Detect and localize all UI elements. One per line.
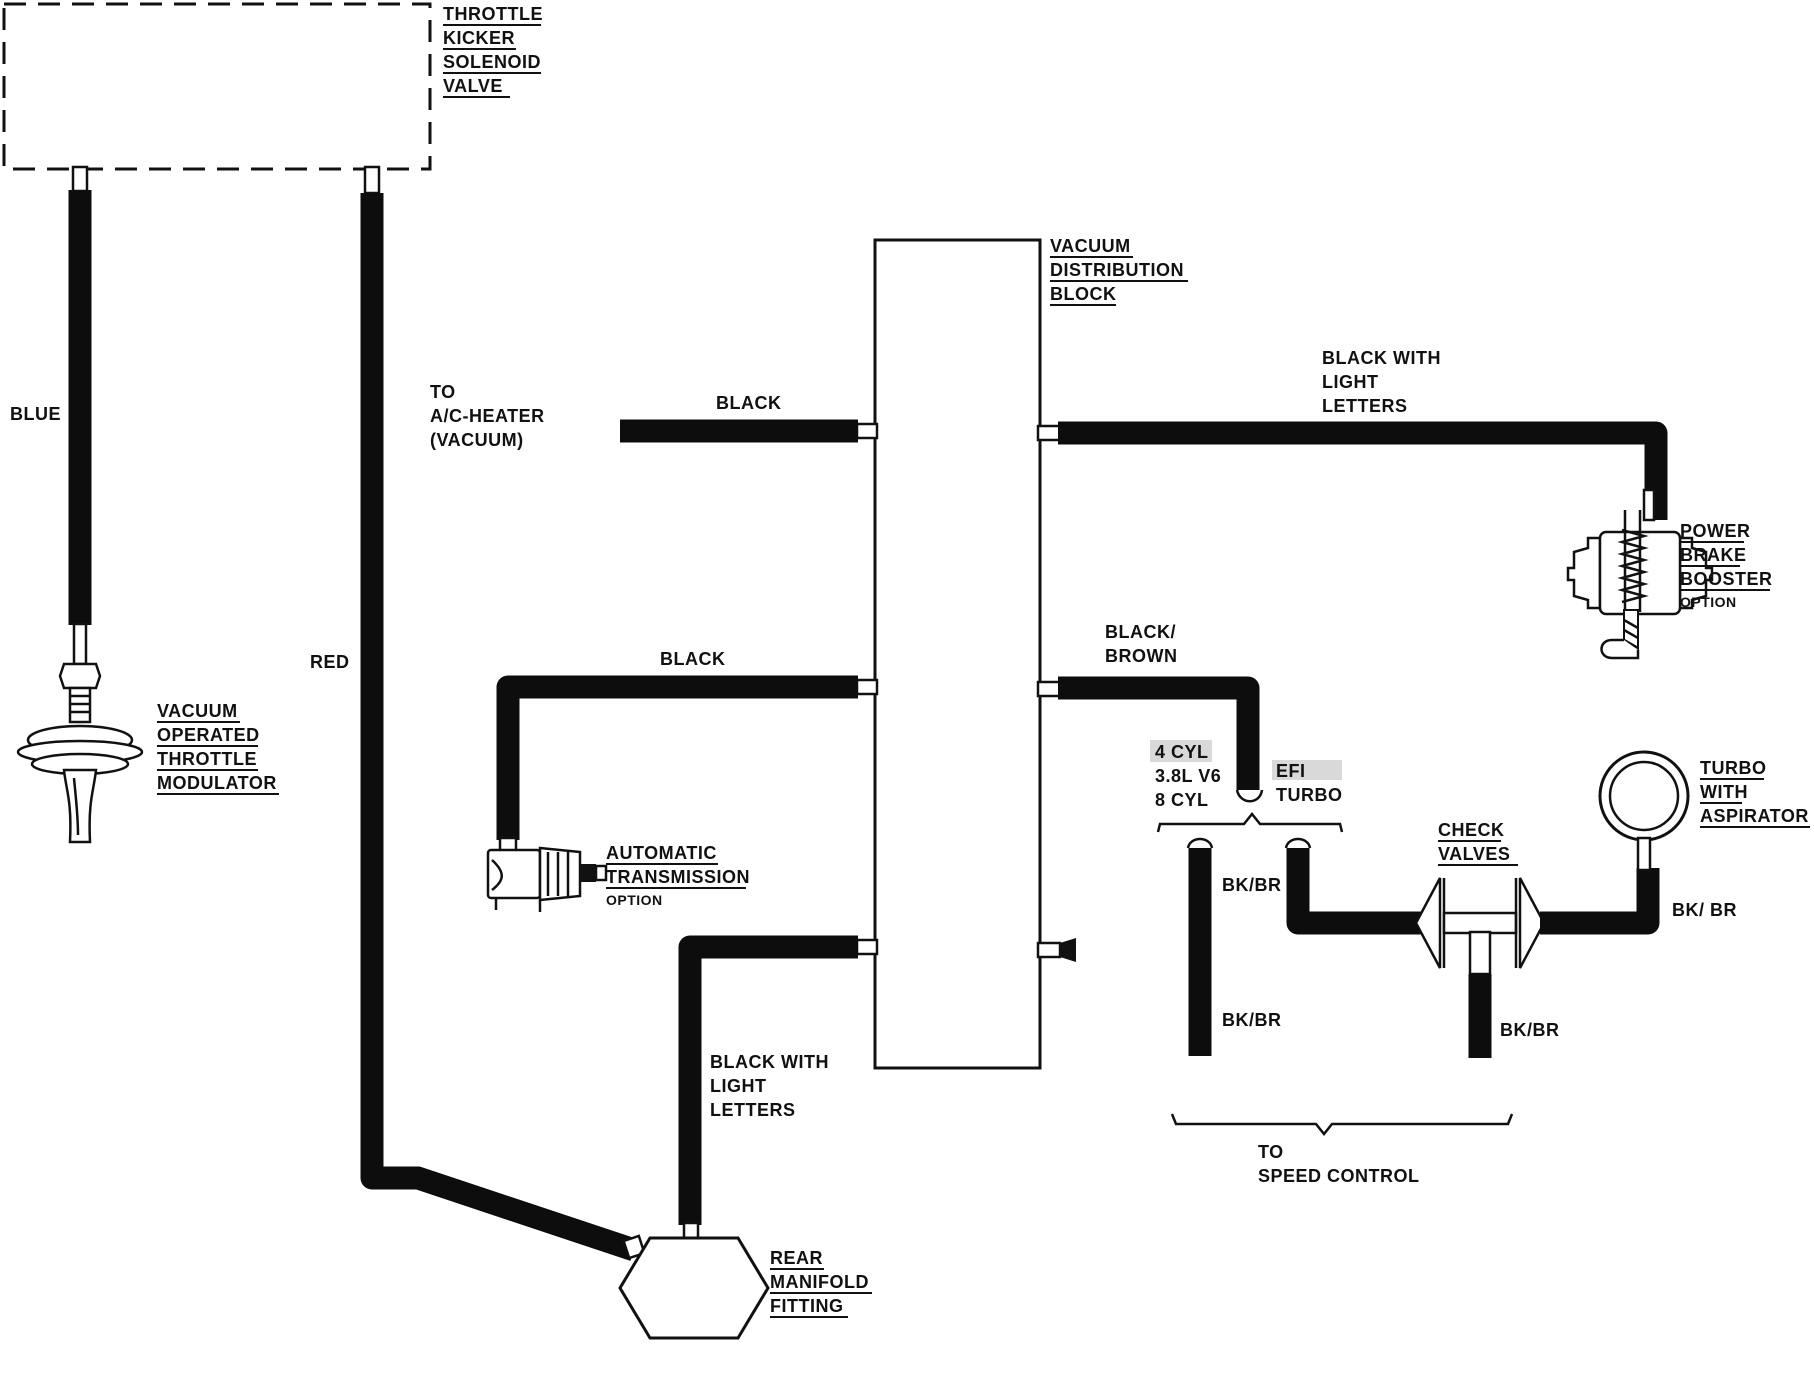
black-hose-transmission [496, 675, 858, 840]
black-light-bottom-line-3: LETTERS [710, 1100, 796, 1120]
black-light-bottom-line-2: LIGHT [710, 1076, 767, 1096]
throttle-kicker-line-1: THROTTLE [443, 4, 543, 24]
power-brake-booster-icon [1566, 488, 1714, 660]
black-brown-line-1: BLACK/ [1105, 622, 1176, 642]
turbo-aspirator-line-3: ASPIRATOR [1700, 806, 1809, 826]
black-hose-trans-label: BLACK [660, 649, 726, 669]
rear-manifold-label: REAR MANIFOLD FITTING [770, 1248, 872, 1318]
engine-option-38v6: 3.8L V6 [1155, 766, 1221, 786]
turbo-aspirator-hose [1540, 868, 1660, 935]
auto-trans-line-1: AUTOMATIC [606, 843, 717, 863]
throttle-kicker-line-3: SOLENOID [443, 52, 541, 72]
black-light-letters-hose-top [1058, 421, 1668, 520]
throttle-kicker-label: THROTTLE KICKER SOLENOID VALVE [443, 4, 543, 98]
automatic-transmission-modulator-icon [486, 836, 608, 912]
engine-option-8cyl: 8 CYL [1155, 790, 1209, 810]
rear-manifold-fitting-icon [618, 1221, 770, 1340]
brake-booster-label: POWER BRAKE BOOSTER OPTION [1680, 521, 1773, 610]
ac-heater-line-3: (VACUUM) [430, 430, 524, 450]
red-hose [360, 193, 638, 1261]
vacuum-block-line-1: VACUUM [1050, 236, 1131, 256]
engine-option-turbo: TURBO [1276, 785, 1343, 805]
ac-heater-line-1: TO [430, 382, 456, 402]
modulator-line-3: THROTTLE [157, 749, 257, 769]
bkbr-left-upper-label: BK/BR [1222, 875, 1282, 895]
black-brown-hose [1058, 676, 1260, 790]
engine-option-brace [1156, 811, 1344, 833]
black-hose-ac-label: BLACK [716, 393, 782, 413]
check-valves-line-1: CHECK [1438, 820, 1505, 840]
speed-control-label: TO SPEED CONTROL [1258, 1142, 1420, 1186]
black-light-bottom-line-1: BLACK WITH [710, 1052, 829, 1072]
check-valves-icon [1414, 877, 1546, 976]
turbo-aspirator-line-2: WITH [1700, 782, 1748, 802]
speed-control-line-2: SPEED CONTROL [1258, 1166, 1420, 1186]
black-brown-line-2: BROWN [1105, 646, 1178, 666]
rear-manifold-line-3: FITTING [770, 1296, 844, 1316]
modulator-line-2: OPERATED [157, 725, 260, 745]
bkbr-turbo-label: BK/ BR [1672, 900, 1737, 920]
throttle-modulator-label: VACUUM OPERATED THROTTLE MODULATOR [157, 701, 279, 795]
vacuum-throttle-modulator-icon [16, 622, 144, 844]
ac-heater-label: TO A/C-HEATER (VACUUM) [430, 382, 545, 450]
engine-options-right: EFI TURBO [1276, 761, 1343, 805]
vacuum-block-line-2: DISTRIBUTION [1050, 260, 1184, 280]
turbo-aspirator-label: TURBO WITH ASPIRATOR [1700, 758, 1810, 828]
auto-trans-option: OPTION [606, 892, 663, 908]
engine-efi-highlight [1272, 760, 1342, 780]
brake-booster-option: OPTION [1680, 594, 1737, 610]
throttle-kicker-solenoid-valve [2, 2, 432, 195]
engine-option-4cyl: 4 CYL [1155, 742, 1209, 762]
red-hose-label: RED [310, 652, 350, 672]
vacuum-distribution-block [855, 238, 1076, 1070]
black-light-letters-hose-bottom [678, 935, 858, 1225]
auto-trans-line-2: TRANSMISSION [606, 867, 750, 887]
bkbr-check-label: BK/BR [1500, 1020, 1560, 1040]
brake-booster-line-2: BRAKE [1680, 545, 1747, 565]
black-brown-label: BLACK/ BROWN [1105, 622, 1178, 666]
rear-manifold-line-1: REAR [770, 1248, 823, 1268]
black-light-top-line-3: LETTERS [1322, 396, 1408, 416]
throttle-kicker-line-4: VALVE [443, 76, 503, 96]
check-valves-line-2: VALVES [1438, 844, 1510, 864]
speed-control-line-1: TO [1258, 1142, 1284, 1162]
black-light-top-line-2: LIGHT [1322, 372, 1379, 392]
blue-hose-label: BLUE [10, 404, 61, 424]
turbo-hose-to-check-valve [1286, 846, 1422, 935]
black-light-top-label: BLACK WITH LIGHT LETTERS [1322, 348, 1441, 416]
brake-booster-line-1: POWER [1680, 521, 1751, 541]
modulator-line-1: VACUUM [157, 701, 238, 721]
ac-heater-line-2: A/C-HEATER [430, 406, 545, 426]
turbo-aspirator-icon [1598, 750, 1690, 872]
auto-trans-label: AUTOMATIC TRANSMISSION OPTION [606, 843, 750, 908]
modulator-line-4: MODULATOR [157, 773, 277, 793]
vacuum-block-label: VACUUM DISTRIBUTION BLOCK [1050, 236, 1188, 306]
black-light-bottom-label: BLACK WITH LIGHT LETTERS [710, 1052, 829, 1120]
black-light-top-line-1: BLACK WITH [1322, 348, 1441, 368]
rear-manifold-line-2: MANIFOLD [770, 1272, 869, 1292]
brake-booster-line-3: BOOSTER [1680, 569, 1773, 589]
engine-options-left: 4 CYL 3.8L V6 8 CYL [1155, 742, 1221, 810]
throttle-kicker-line-2: KICKER [443, 28, 515, 48]
turbo-aspirator-line-1: TURBO [1700, 758, 1767, 778]
speed-control-brace [1170, 1113, 1514, 1137]
hose-end-fork [1235, 789, 1264, 803]
check-valves-label: CHECK VALVES [1438, 820, 1518, 866]
bkbr-left-lower-label: BK/BR [1222, 1010, 1282, 1030]
engine-4cyl-highlight [1150, 740, 1212, 762]
vacuum-block-line-3: BLOCK [1050, 284, 1117, 304]
engine-option-efi: EFI [1276, 761, 1306, 781]
